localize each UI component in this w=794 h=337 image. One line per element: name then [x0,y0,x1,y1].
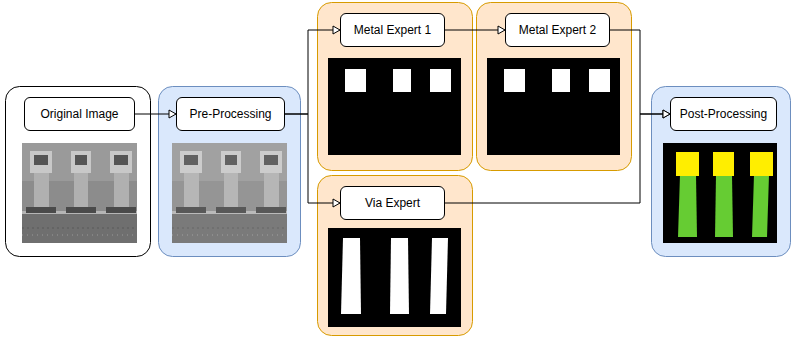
process-box: Metal Expert 1 [340,13,445,47]
stage-panel [652,87,791,257]
box-label: Via Expert [365,196,420,210]
flow-arrow [135,114,176,115]
flow-arrow [610,30,670,114]
process-box: Pre-Processing [176,97,285,131]
stage-panel [318,176,473,336]
process-box: Via Expert [340,186,445,220]
box-label: Metal Expert 1 [354,23,431,37]
process-box: Metal Expert 2 [505,13,610,47]
process-box: Post-Processing [670,97,777,131]
flow-arrow [285,30,340,114]
stage-panel [159,87,301,257]
metal-mask [487,58,620,155]
stage-panel [477,3,632,171]
metal-mask [328,58,461,155]
box-label: Metal Expert 2 [519,23,596,37]
box-label: Original Image [40,107,118,121]
box-label: Post-Processing [680,107,767,121]
box-label: Pre-Processing [189,107,271,121]
flow-arrow [445,114,670,203]
stage-panel [6,87,151,257]
sem-image [172,143,287,243]
stage-panel [318,3,473,171]
process-box: Original Image [24,97,135,131]
combined-mask [663,143,777,243]
flow-arrow [285,114,340,203]
via-mask [328,228,461,327]
sem-image [22,143,137,243]
flow-arrow [445,30,505,31]
